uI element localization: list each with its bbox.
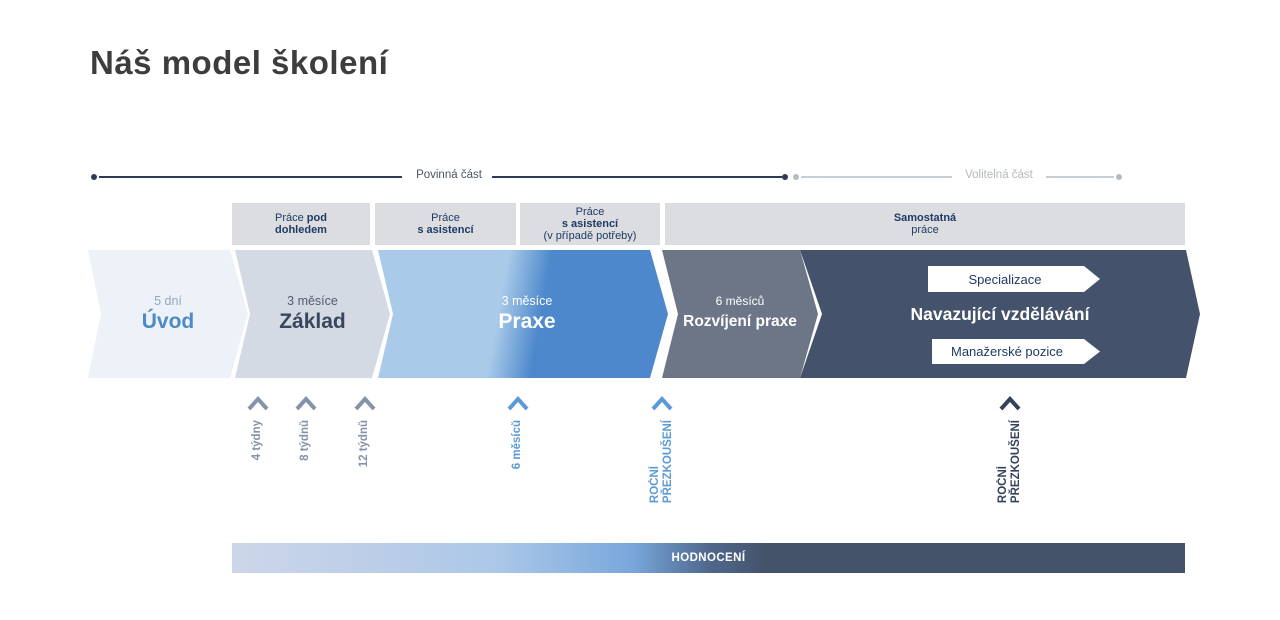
stage-name: Úvod	[141, 310, 195, 333]
stage-duration: 3 měsíce	[287, 294, 338, 308]
stage-name: Navazující vzdělávání	[910, 304, 1090, 324]
stage-arrow-praxe: 3 měsíce Praxe	[378, 250, 668, 378]
header-line: (v případě potřeby)	[543, 230, 637, 242]
header-prace-s-asistenci-potreba: Práce s asistencí (v případě potřeby)	[520, 203, 660, 245]
evaluation-label: HODNOCENÍ	[671, 552, 746, 564]
subarrow-manazerske-pozice: Manažerské pozice	[932, 339, 1100, 364]
chevron-up-icon	[650, 396, 674, 412]
chevron-up-icon	[998, 396, 1022, 412]
timeline-mandatory-label: Povinná část	[416, 169, 482, 181]
timeline-line-optional-right	[1046, 176, 1114, 178]
timeline-line-mandatory-left	[99, 176, 402, 178]
stage-arrow-zaklad: 3 měsíce Základ	[235, 250, 390, 378]
milestone-label-8-tydnu: 8 týdnů	[299, 420, 311, 461]
timeline-optional-end-dot	[1116, 174, 1122, 180]
milestone-label-line: PŘEZKOUŠENÍ	[662, 420, 674, 504]
stage-arrow-uvod: 5 dní Úvod	[88, 250, 248, 378]
header-samostatna-prace: Samostatná práce	[665, 203, 1185, 245]
page-title: Náš model školení	[90, 44, 389, 81]
subarrow-specializace: Specializace	[928, 266, 1100, 292]
timeline-line-optional-left	[801, 176, 952, 178]
chevron-up-icon	[246, 396, 270, 412]
milestone-label-line: PŘEZKOUŠENÍ	[1010, 420, 1022, 504]
milestone-label-6-mesicu: 6 měsíců	[511, 420, 523, 470]
stage-name: Rozvíjení praxe	[683, 313, 797, 330]
stage-name: Základ	[279, 310, 346, 333]
stage-name: Praxe	[498, 310, 556, 333]
milestone-label-line: ROČNÍ	[997, 466, 1009, 504]
timeline-line-mandatory-right	[492, 176, 782, 178]
header-line: práce	[911, 224, 939, 236]
milestone-label-rocni-prezkouseni-2: ROČNÍ PŘEZKOUŠENÍ	[997, 420, 1023, 503]
stage-duration: 3 měsíce	[501, 294, 553, 308]
chevron-up-icon	[294, 396, 318, 412]
stage-duration: 6 měsíců	[715, 294, 765, 308]
chevron-up-icon	[506, 396, 530, 412]
header-line: Práce	[575, 206, 605, 218]
header-line: dohledem	[275, 224, 327, 236]
timeline-optional-start-dot	[793, 174, 799, 180]
stage-arrow-navazujici-vzdelavani: Specializace Navazující vzdělávání Manaž…	[800, 250, 1200, 378]
timeline-mandatory-end-dot	[782, 174, 788, 180]
stage-duration: 5 dní	[154, 294, 182, 308]
milestone-label-12-tydnu: 12 týdnů	[358, 420, 370, 468]
chevron-up-icon	[353, 396, 377, 412]
header-line: s asistencí	[561, 218, 619, 230]
milestone-label-4-tydny: 4 týdny	[251, 420, 263, 461]
milestone-label-rocni-prezkouseni-1: ROČNÍ PŘEZKOUŠENÍ	[649, 420, 675, 503]
header-line: s asistencí	[417, 224, 474, 236]
header-prace-s-asistenci: Práce s asistencí	[375, 203, 516, 245]
header-line: Samostatná	[893, 211, 957, 224]
timeline-start-dot	[91, 174, 97, 180]
stage-arrow-rozvijeni-praxe: 6 měsíců Rozvíjení praxe	[662, 250, 818, 378]
milestone-label-line: ROČNÍ	[649, 466, 661, 504]
header-line: Práce	[431, 211, 460, 224]
evaluation-bar: HODNOCENÍ	[232, 543, 1185, 573]
timeline-optional-label: Volitelná část	[965, 169, 1033, 181]
